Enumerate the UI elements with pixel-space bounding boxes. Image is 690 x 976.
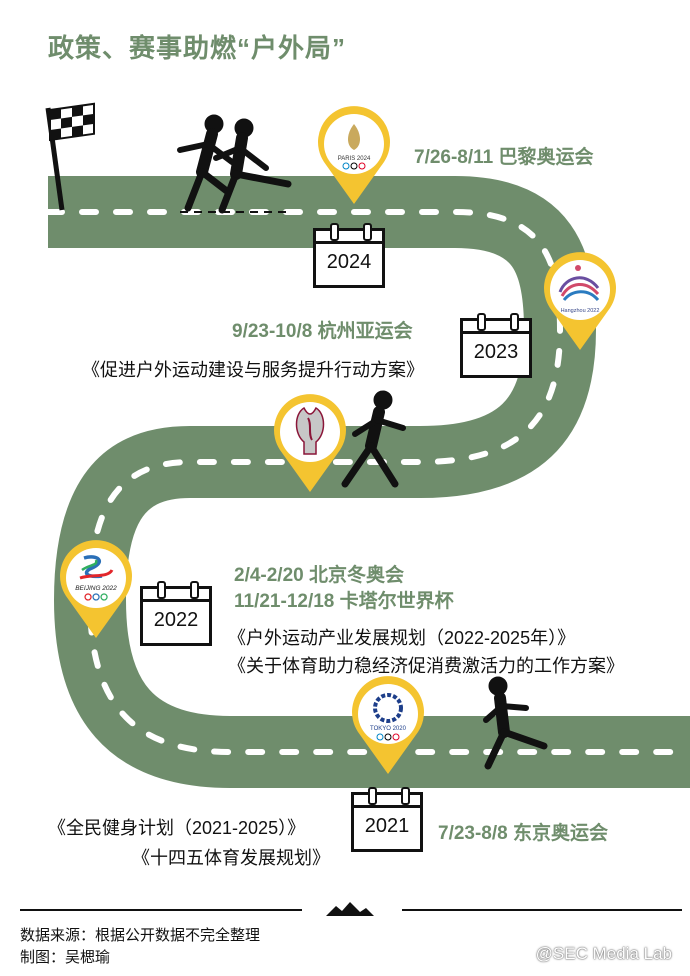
calendar-year: 2022 [153, 609, 199, 631]
qatar-world-cup-pin [274, 394, 346, 492]
hangzhou-2022-logo-icon [558, 265, 600, 302]
policy-label: 《十四五体育发展规划》 [132, 848, 330, 868]
data-source: 数据来源：根据公开数据不完全整理 [20, 927, 261, 944]
policy-label: 《户外运动产业发展规划（2022-2025年）》 [228, 628, 576, 648]
page-title: 政策、赛事助燃“户外局” [48, 33, 347, 63]
mountains-icon [326, 902, 374, 916]
footer-divider [20, 902, 682, 916]
policy-label: 《促进户外运动建设与服务提升行动方案》 [82, 360, 424, 380]
runners-icon [177, 114, 292, 214]
event-label-tokyo: 7/23-8/8 东京奥运会 [438, 823, 608, 844]
paris-2024-logo-icon [348, 124, 360, 150]
beijing-2022-logo-icon [79, 555, 114, 580]
tokyo-2020-caption: TOKYO 2020 [370, 726, 407, 732]
beijing-2022-pin: BEIJING 2022 [60, 540, 133, 638]
hangzhou-2022-caption: Hangzhou 2022 [561, 308, 600, 314]
checkered-flag-icon [45, 102, 95, 211]
watermark: @SEC Media Lab [535, 944, 672, 963]
calendar-year: 2023 [473, 341, 519, 363]
calendar-2023: 2023 [460, 313, 532, 378]
policy-label: 《关于体育助力稳经济促消费激活力的工作方案》 [228, 656, 624, 676]
paris-2024-caption: PARIS 2024 [338, 156, 371, 162]
beijing-2022-caption: BEIJING 2022 [75, 585, 117, 592]
event-label-qatar: 11/21-12/18 卡塔尔世界杯 [234, 591, 454, 612]
event-label-beijing: 2/4-2/20 北京冬奥会 [234, 565, 404, 586]
tokyo-2020-pin: TOKYO 2020 [352, 676, 424, 774]
calendar-2021: 2021 [351, 787, 423, 852]
calendar-year: 2024 [326, 251, 372, 273]
paris-2024-pin: PARIS 2024 [318, 106, 390, 204]
runner-icon [341, 390, 406, 488]
hangzhou-2022-pin: Hangzhou 2022 [544, 252, 616, 350]
event-label-paris: 7/26-8/11 巴黎奥运会 [414, 147, 594, 168]
event-label-hangzhou: 9/23-10/8 杭州亚运会 [232, 321, 413, 342]
runner-icon [483, 676, 548, 770]
author-credit: 制图：吴楒瑜 [20, 949, 111, 966]
tokyo-2020-logo-icon [373, 693, 403, 723]
road-center-line [45, 209, 690, 755]
calendar-year: 2021 [364, 815, 410, 837]
policy-label: 《全民健身计划（2021-2025）》 [48, 818, 306, 838]
qatar-world-cup-logo-icon [295, 406, 325, 455]
calendar-2024: 2024 [313, 223, 385, 288]
calendar-2022: 2022 [140, 581, 212, 646]
